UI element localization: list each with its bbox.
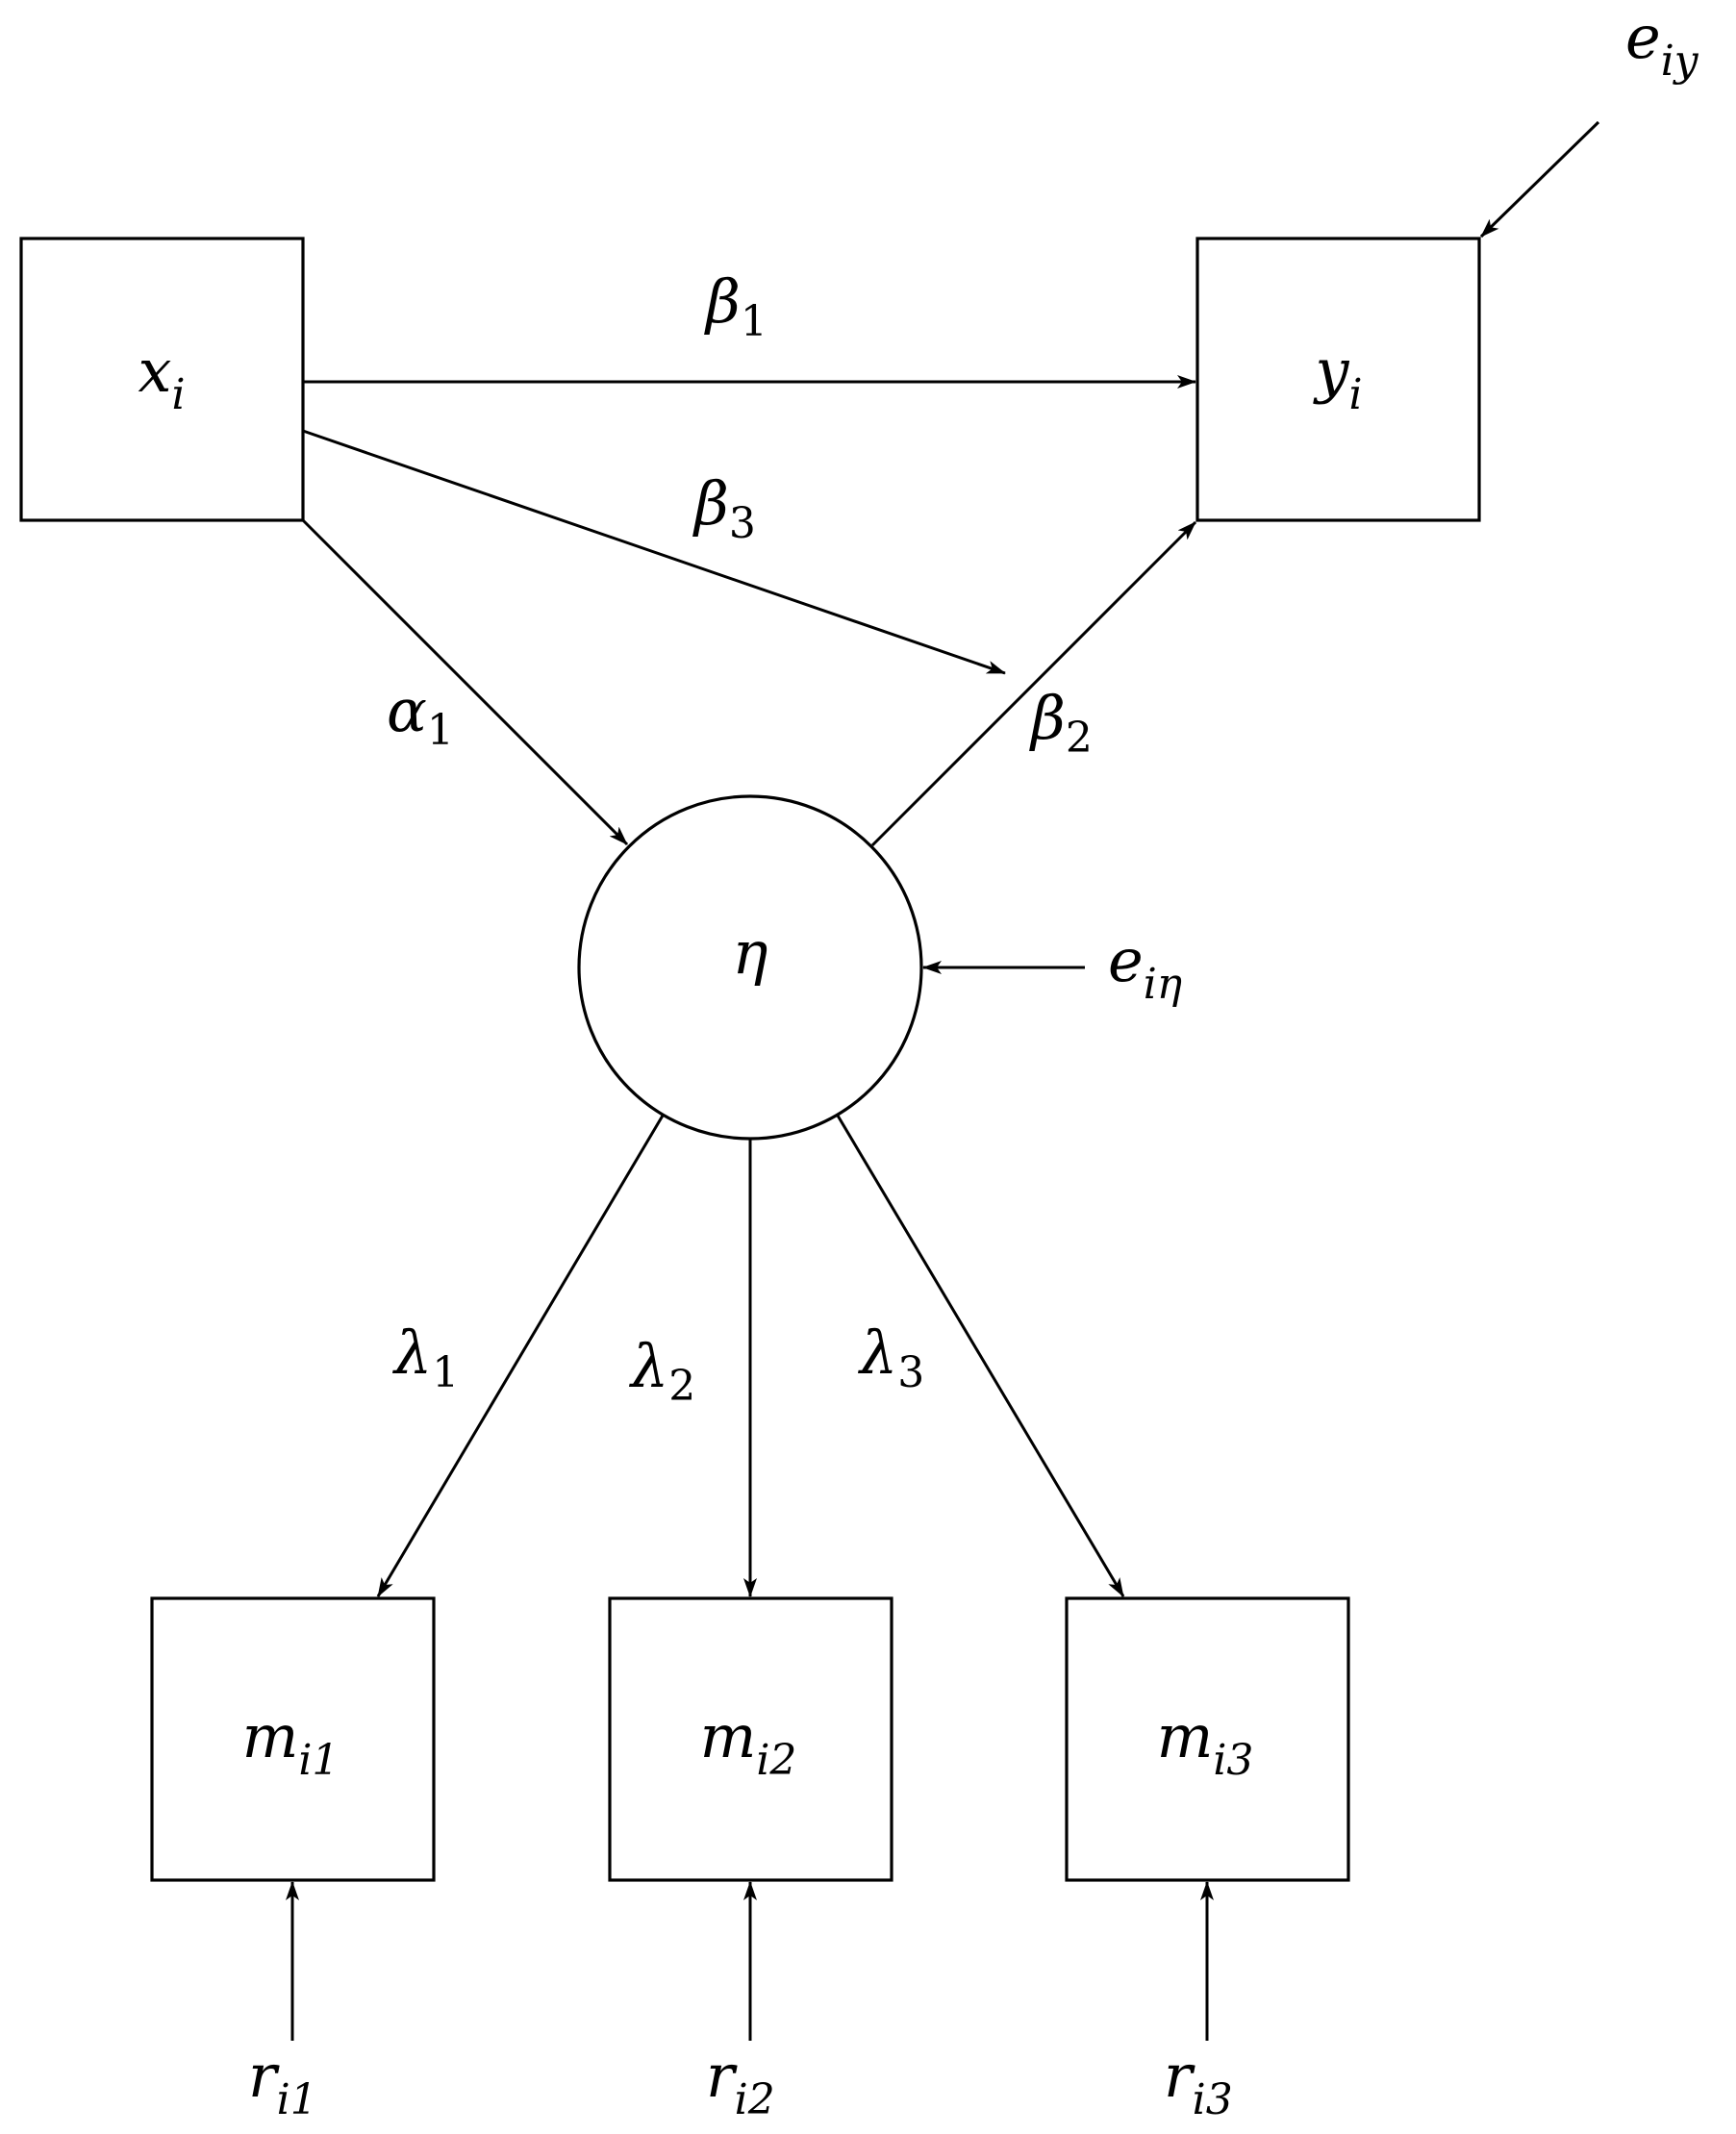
label-node-eta: η — [732, 917, 767, 988]
label-node-x: xi — [138, 336, 185, 419]
label-node-m2: mi2 — [700, 1701, 797, 1785]
label-path-lambda1: λ1 — [391, 1318, 459, 1397]
label-error-eiy: eiy — [1625, 2, 1699, 86]
edge-alpha1 — [301, 518, 629, 846]
label-error-eieta: eiη — [1108, 925, 1182, 1009]
edge-lambda3 — [836, 1115, 1125, 1597]
node-m1-box — [150, 1596, 436, 1882]
label-path-lambda2: λ2 — [628, 1331, 695, 1411]
label-path-alpha1: α1 — [387, 675, 454, 755]
label-path-beta1: β1 — [704, 266, 767, 346]
node-y-box — [1195, 237, 1481, 522]
edge-beta2 — [870, 520, 1197, 847]
label-error-ri2: ri2 — [706, 2041, 775, 2124]
edge-eiy — [1479, 120, 1600, 239]
node-m3-box — [1065, 1596, 1350, 1882]
edge-beta3 — [302, 429, 1006, 675]
node-x-box — [19, 237, 305, 522]
node-m2-box — [608, 1596, 893, 1882]
label-path-beta3: β3 — [692, 468, 756, 548]
label-error-ri1: ri1 — [248, 2041, 317, 2124]
label-path-lambda3: λ3 — [857, 1318, 924, 1397]
edge-lambda1 — [376, 1115, 665, 1597]
label-node-m3: mi3 — [1157, 1701, 1254, 1785]
label-node-y: yi — [1312, 336, 1362, 419]
label-node-m1: mi1 — [242, 1701, 340, 1785]
label-error-ri3: ri3 — [1164, 2041, 1233, 2124]
label-path-beta2: β2 — [1029, 683, 1093, 763]
